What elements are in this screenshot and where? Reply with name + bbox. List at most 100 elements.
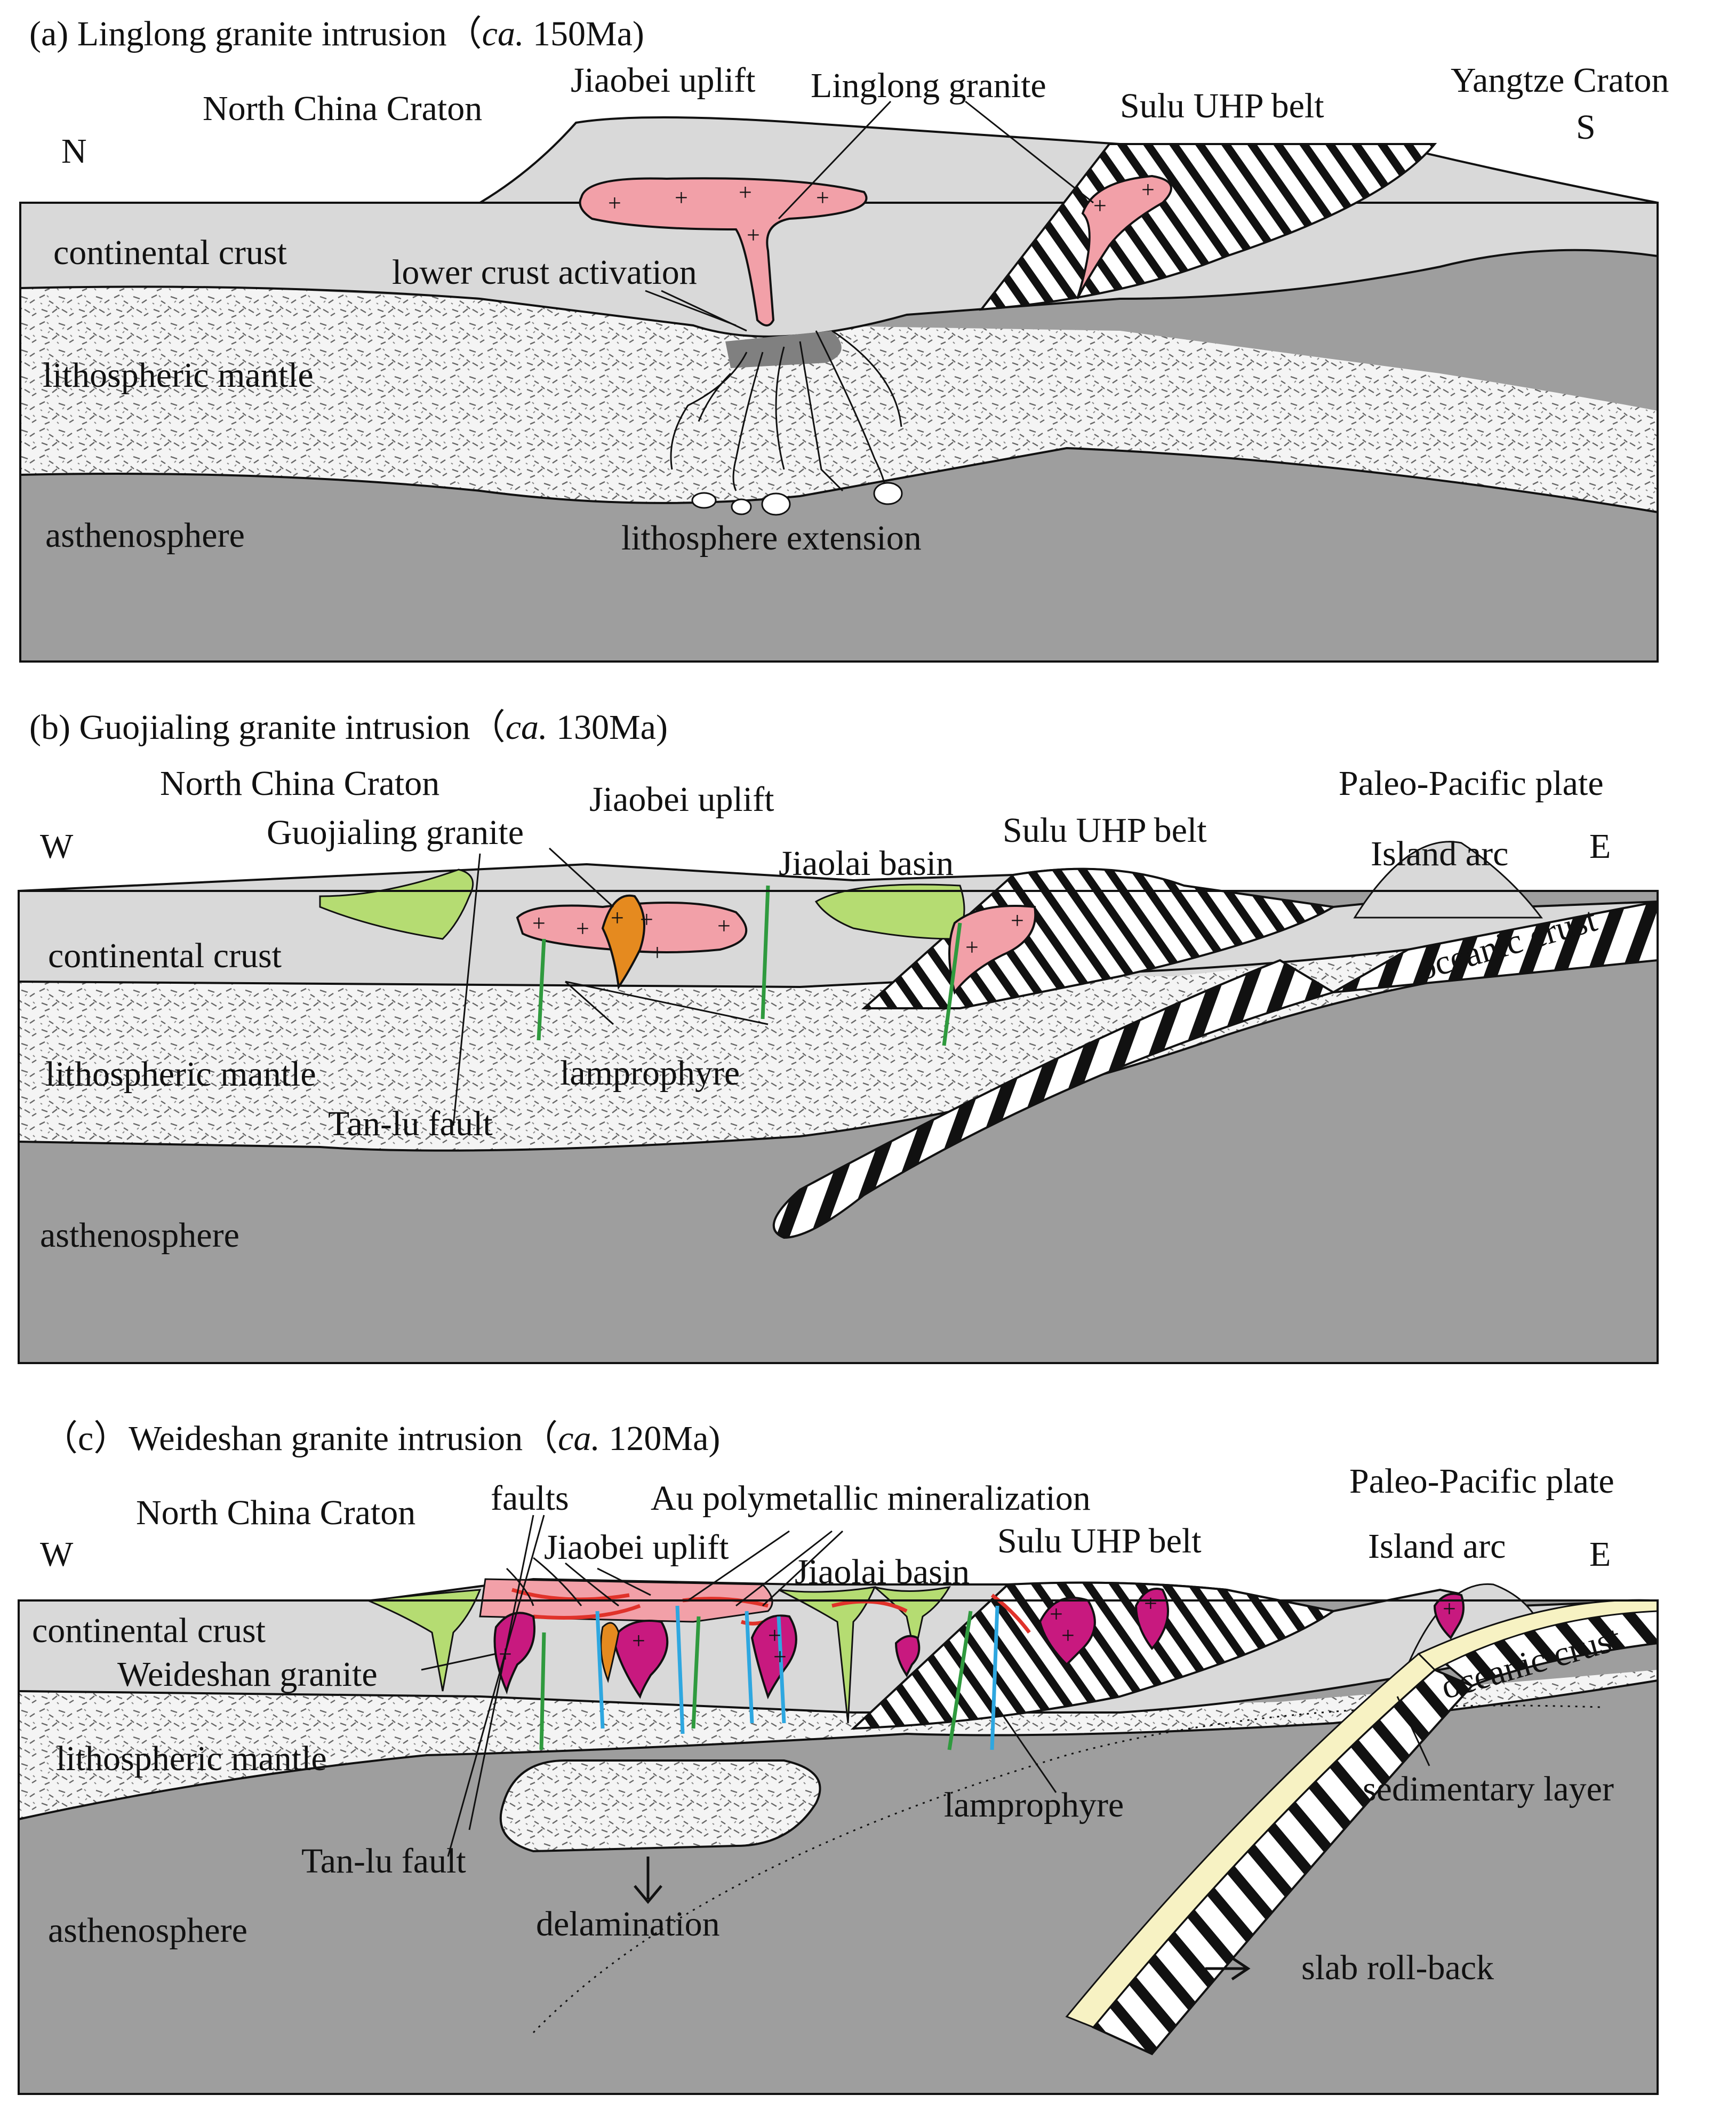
panel-c-jiaobei-uplift-label: Jiaobei uplift	[544, 1528, 729, 1567]
svg-text:+: +	[773, 1644, 787, 1670]
panel-c-slab-roll-back-arrow-icon	[1205, 1956, 1251, 1981]
svg-text:+: +	[640, 906, 653, 933]
panel-b-oceanic-crust	[1333, 900, 1659, 993]
panel-c-dotted-flow-line	[532, 1704, 1601, 2034]
panel-c-delamination-arrow-icon	[634, 1857, 662, 1904]
panel-c-au-mineralization-label: Au polymetallic mineralization	[651, 1479, 1091, 1518]
panel-a-linglong-granite-body	[579, 177, 868, 326]
panel-b-lamprophyre-label: lamprophyre	[560, 1054, 740, 1093]
panel-b-direction-right: E	[1589, 827, 1611, 866]
panel-c-delaminated-block	[499, 1759, 821, 1853]
panel-b-sulu-granite	[948, 905, 1037, 995]
svg-text:+: +	[739, 179, 752, 205]
panel-a-continental-crust-label: continental crust	[53, 233, 287, 272]
svg-text:+: +	[651, 939, 664, 966]
svg-text:+: +	[816, 185, 829, 211]
svg-text:+: +	[632, 1628, 645, 1654]
panel-c-sulu-uhp-belt	[850, 1581, 1336, 1730]
panel-b-asthenosphere-label: asthenosphere	[40, 1216, 239, 1255]
panel-c-lithospheric-mantle-label: lithospheric mantle	[56, 1739, 327, 1778]
panel-c: （c）Weideshan granite intrusion（ca. 120Ma…	[18, 1419, 1659, 2095]
panel-b-orange-granite	[601, 894, 645, 990]
svg-text:+: +	[965, 934, 979, 960]
panel-c-orange-granite	[600, 1622, 620, 1683]
panel-a-extension-fractures	[670, 330, 902, 492]
svg-text:+: +	[1144, 1590, 1157, 1616]
panel-c-continental-crust-label: continental crust	[32, 1611, 266, 1650]
panel-b-title: (b) Guojialing granite intrusion（ca. 130…	[29, 708, 668, 747]
panel-a-direction-right: S	[1576, 108, 1596, 147]
panel-b-leader-lines	[452, 847, 769, 1126]
panel-c-jiaolai-basin-label: Jiaolai basin	[795, 1552, 970, 1591]
panel-c-weideshan-granites	[493, 1588, 1465, 1700]
svg-text:+: +	[717, 913, 731, 939]
panel-c-island-arc-label: Island arc	[1368, 1527, 1506, 1566]
panel-c-basins	[365, 1586, 951, 1724]
svg-text:+: +	[675, 185, 688, 211]
svg-text:+: +	[768, 1622, 781, 1648]
panel-a-leader-lines	[645, 100, 1094, 332]
panel-b-paleo-pacific-plate-label: Paleo-Pacific plate	[1339, 764, 1604, 803]
panel-b: (b) Guojialing granite intrusion（ca. 130…	[18, 708, 1659, 1364]
svg-text:+: +	[608, 190, 621, 216]
panel-b-lithospheric-mantle-label: lithospheric mantle	[45, 1055, 316, 1094]
panel-c-lamprophyre-blue	[595, 1605, 999, 1750]
panel-b-guojialing-granite-label: Guojialing granite	[267, 813, 524, 852]
panel-a-title: (a) Linglong granite intrusion（ca. 150Ma…	[29, 14, 644, 53]
panel-c-faults-label: faults	[491, 1479, 569, 1518]
panel-c-lithospheric-mantle	[19, 1670, 1658, 1819]
panel-c-sulu-uhp-belt-label: Sulu UHP belt	[997, 1522, 1202, 1560]
panel-b-granite-plus-marks: + + + + + + + +	[532, 905, 1024, 966]
svg-text:+: +	[532, 910, 546, 936]
panel-a-north-china-craton-label: North China Craton	[203, 89, 482, 128]
panel-b-jiaolai-basin-label: Jiaolai basin	[779, 844, 954, 883]
svg-text:+: +	[611, 905, 624, 931]
svg-text:+: +	[1050, 1601, 1063, 1627]
panel-a-linglong-granite-label: Linglong granite	[811, 66, 1046, 105]
panel-a-sulu-uhp-belt-label: Sulu UHP belt	[1120, 86, 1324, 125]
panel-c-delamination-label: delamination	[536, 1905, 720, 1943]
panel-b-island-arc	[1353, 841, 1543, 919]
panel-b-tan-lu-fault-label: Tan-lu fault	[328, 1104, 493, 1143]
panel-a-granite-plus-marks: +++++ ++	[608, 177, 1155, 248]
panel-a-lithospheric-mantle	[20, 277, 1658, 512]
svg-text:+: +	[1011, 907, 1024, 934]
panel-b-direction-left: W	[40, 827, 74, 866]
panel-b-lamprophyre-dikes	[537, 885, 962, 1046]
panel-b-island-arc-label: Island arc	[1371, 834, 1508, 873]
panel-c-sedimentary-layer-label: sedimentary layer	[1363, 1770, 1614, 1809]
panel-a-lithospheric-mantle-label: lithospheric mantle	[43, 356, 314, 395]
panel-b-sulu-uhp-belt-label: Sulu UHP belt	[1003, 811, 1207, 850]
panel-c-weideshan-granite-label: Weideshan granite	[117, 1655, 378, 1694]
panel-b-basin-west	[319, 869, 474, 940]
panel-c-title: （c）Weideshan granite intrusion（ca. 120Ma…	[43, 1419, 720, 1458]
svg-text:+: +	[1093, 193, 1107, 219]
svg-text:+: +	[1141, 177, 1155, 203]
panel-c-direction-left: W	[40, 1535, 74, 1574]
panel-c-slab-roll-back-label: slab roll-back	[1301, 1948, 1494, 1987]
panel-c-tan-lu-fault-label: Tan-lu fault	[301, 1842, 466, 1881]
panel-a-lithosphere-extension-label: lithosphere extension	[621, 519, 922, 557]
panel-a-direction-left: N	[61, 132, 87, 171]
panel-a-asthenosphere-label: asthenosphere	[45, 516, 245, 555]
panel-c-lamprophyre-green	[539, 1611, 973, 1750]
svg-text:+: +	[1061, 1622, 1075, 1648]
panel-c-north-china-craton-label: North China Craton	[136, 1493, 415, 1532]
panel-a-yangtze-craton-label: Yangtze Craton	[1451, 61, 1669, 100]
panel-c-direction-right: E	[1589, 1535, 1611, 1574]
panel-c-paleo-pacific-plate-label: Paleo-Pacific plate	[1349, 1462, 1614, 1501]
panel-c-sedimentary-layer	[1065, 1652, 1436, 2028]
svg-text:+: +	[576, 915, 589, 942]
panel-b-subducting-slab	[772, 959, 1336, 1239]
panel-a-mantle-blobs	[691, 482, 903, 516]
panel-b-sulu-uhp-belt	[861, 867, 1337, 1009]
panel-b-jiaobei-uplift-label: Jiaobei uplift	[589, 780, 774, 819]
panel-a: (a) Linglong granite intrusion（ca. 150Ma…	[19, 14, 1669, 663]
panel-b-continental-crust-label: continental crust	[48, 936, 282, 975]
panel-c-leader-lines	[421, 1515, 1430, 1857]
panel-c-lamprophyre-label: lamprophyre	[944, 1786, 1124, 1825]
panel-c-asthenosphere-label: asthenosphere	[48, 1911, 247, 1950]
panel-a-lower-crust-activation-label: lower crust activation	[392, 253, 697, 292]
panel-c-granite-plus-marks: ++++++++	[499, 1590, 1456, 1670]
